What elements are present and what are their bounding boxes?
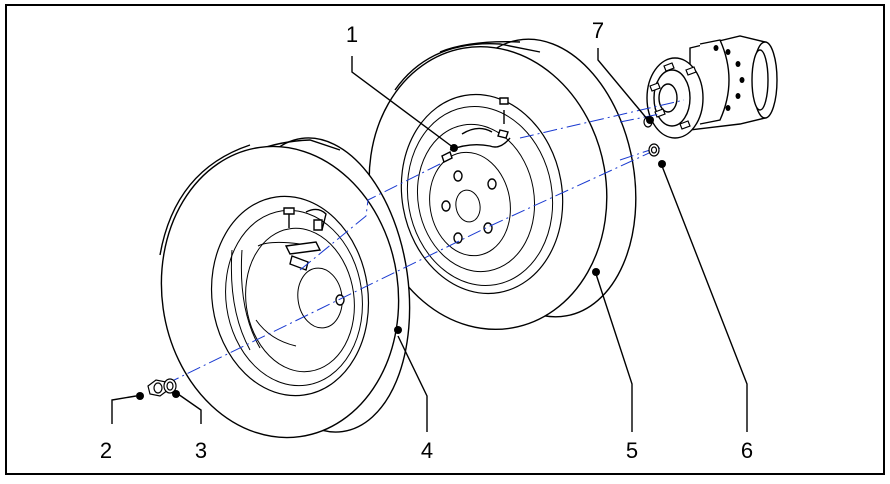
hub-washer (648, 143, 660, 157)
leader-dots (136, 116, 666, 400)
callout-6: 6 (741, 438, 753, 463)
front-wheel-assembly (159, 137, 411, 439)
callout-5: 5 (626, 438, 638, 463)
callout-1: 1 (346, 22, 358, 47)
callout-2: 2 (100, 438, 112, 463)
assembly-axes (165, 99, 685, 385)
callout-4: 4 (421, 438, 433, 463)
leader-lines (111, 48, 748, 432)
callout-3: 3 (195, 438, 207, 463)
rear-wheel-assembly (368, 38, 637, 331)
washer (163, 378, 177, 394)
lug-nut (147, 379, 169, 397)
callout-7: 7 (592, 18, 604, 43)
